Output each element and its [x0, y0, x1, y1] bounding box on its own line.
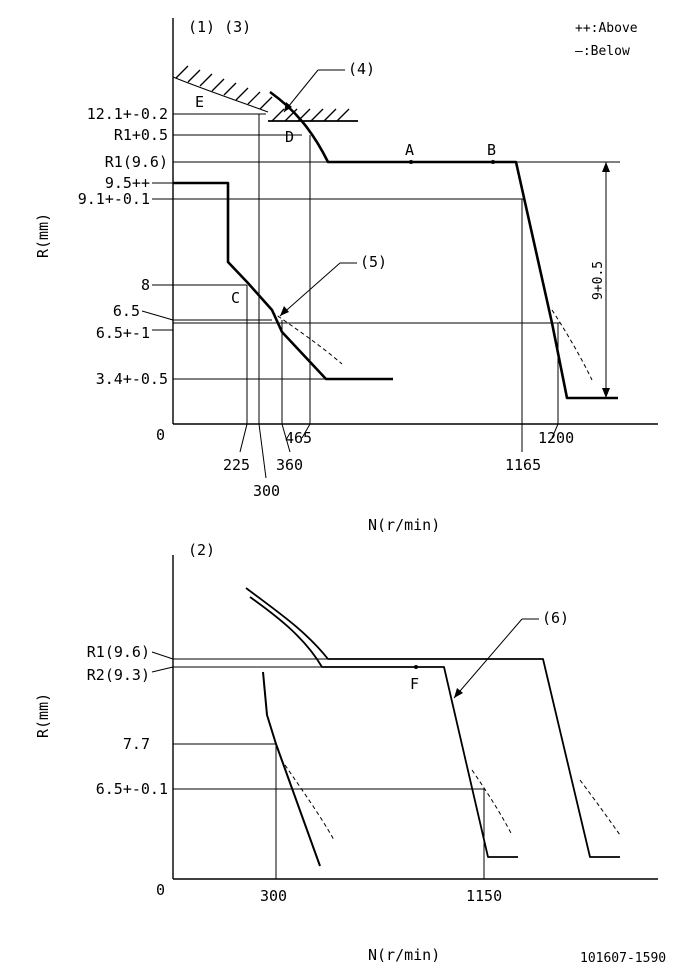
- point-b-label: B: [487, 141, 496, 159]
- top-x-label-1165: 1165: [505, 456, 541, 474]
- top-start-curve: [173, 181, 393, 381]
- bottom-y-label-6.5: 6.5+-0.1: [96, 780, 168, 798]
- point-f-label: F: [410, 675, 419, 693]
- dimension-label: 9+0.5: [591, 261, 606, 300]
- bottom-curve-r1-dashed: [579, 779, 621, 836]
- top-x-label-360: 360: [276, 456, 303, 474]
- bottom-panel: (2) R(mm) N(r/min) 0 R1(9.6) R2(9.3) 7.7…: [34, 541, 658, 964]
- point-b-dot: [491, 160, 495, 164]
- top-y-label-3.4: 3.4+-0.5: [96, 370, 168, 388]
- top-y-label-6.5-tol: 6.5+-1: [96, 324, 150, 342]
- legend-above: ++:Above: [575, 21, 638, 36]
- stopper-curve-e: [172, 76, 269, 113]
- callout-4: (4): [348, 60, 375, 78]
- bottom-y-label-7.7: 7.7: [123, 735, 150, 753]
- bottom-y-axis-label: R(mm): [34, 693, 52, 738]
- top-x-axis-label: N(r/min): [368, 516, 440, 534]
- bottom-x-label-1150: 1150: [466, 887, 502, 905]
- top-y-label-9.1: 9.1+-0.1: [78, 190, 150, 208]
- top-y-axis-label: R(mm): [34, 213, 52, 258]
- top-origin: 0: [156, 426, 165, 444]
- stopper-hatch-e: [175, 65, 273, 110]
- point-f-dot: [414, 665, 418, 669]
- top-panel-label: (1) (3): [188, 18, 251, 36]
- top-y-label-6.5: 6.5: [113, 302, 140, 320]
- point-c-label: C: [231, 289, 240, 307]
- top-y-label-r1-plus: R1+0.5: [114, 126, 168, 144]
- bottom-x-axis-label: N(r/min): [368, 946, 440, 964]
- bottom-x-label-300: 300: [260, 887, 287, 905]
- point-e-label: E: [195, 93, 204, 111]
- bottom-y-label-r1: R1(9.6): [87, 643, 150, 661]
- drawing-number: 101607-1590: [580, 951, 666, 966]
- top-panel: (1) (3) ++:Above —:Below R(mm) N(r/min) …: [34, 18, 658, 534]
- top-governor-curve: [269, 90, 618, 400]
- top-y-label-12.1: 12.1+-0.2: [87, 105, 168, 123]
- top-y-label-9.5: 9.5++: [105, 174, 150, 192]
- bottom-curve-r2-dashed: [471, 769, 513, 836]
- callout-5: (5): [360, 253, 387, 271]
- top-start-dashed: [271, 311, 343, 365]
- bottom-y-label-r2: R2(9.3): [87, 666, 150, 684]
- top-governor-dashed: [551, 309, 593, 381]
- top-y-label-8: 8: [141, 276, 150, 294]
- top-y-label-r1: R1(9.6): [105, 153, 168, 171]
- top-x-label-1200: 1200: [538, 429, 574, 447]
- legend-below: —:Below: [575, 44, 630, 59]
- point-d-label: D: [285, 128, 294, 146]
- top-x-label-300: 300: [253, 482, 280, 500]
- top-x-label-225: 225: [223, 456, 250, 474]
- bottom-curve-r1: [245, 587, 620, 858]
- stopper-hatch-4: [271, 108, 350, 122]
- bottom-start-dashed: [284, 764, 335, 841]
- bottom-panel-label: (2): [188, 541, 215, 559]
- bottom-origin: 0: [156, 881, 165, 899]
- bottom-curve-r2: [249, 596, 518, 858]
- top-x-label-465: 465: [285, 429, 312, 447]
- bottom-start-curve: [262, 671, 321, 867]
- point-a-label: A: [405, 141, 414, 159]
- callout-6: (6): [542, 609, 569, 627]
- point-a-dot: [409, 160, 413, 164]
